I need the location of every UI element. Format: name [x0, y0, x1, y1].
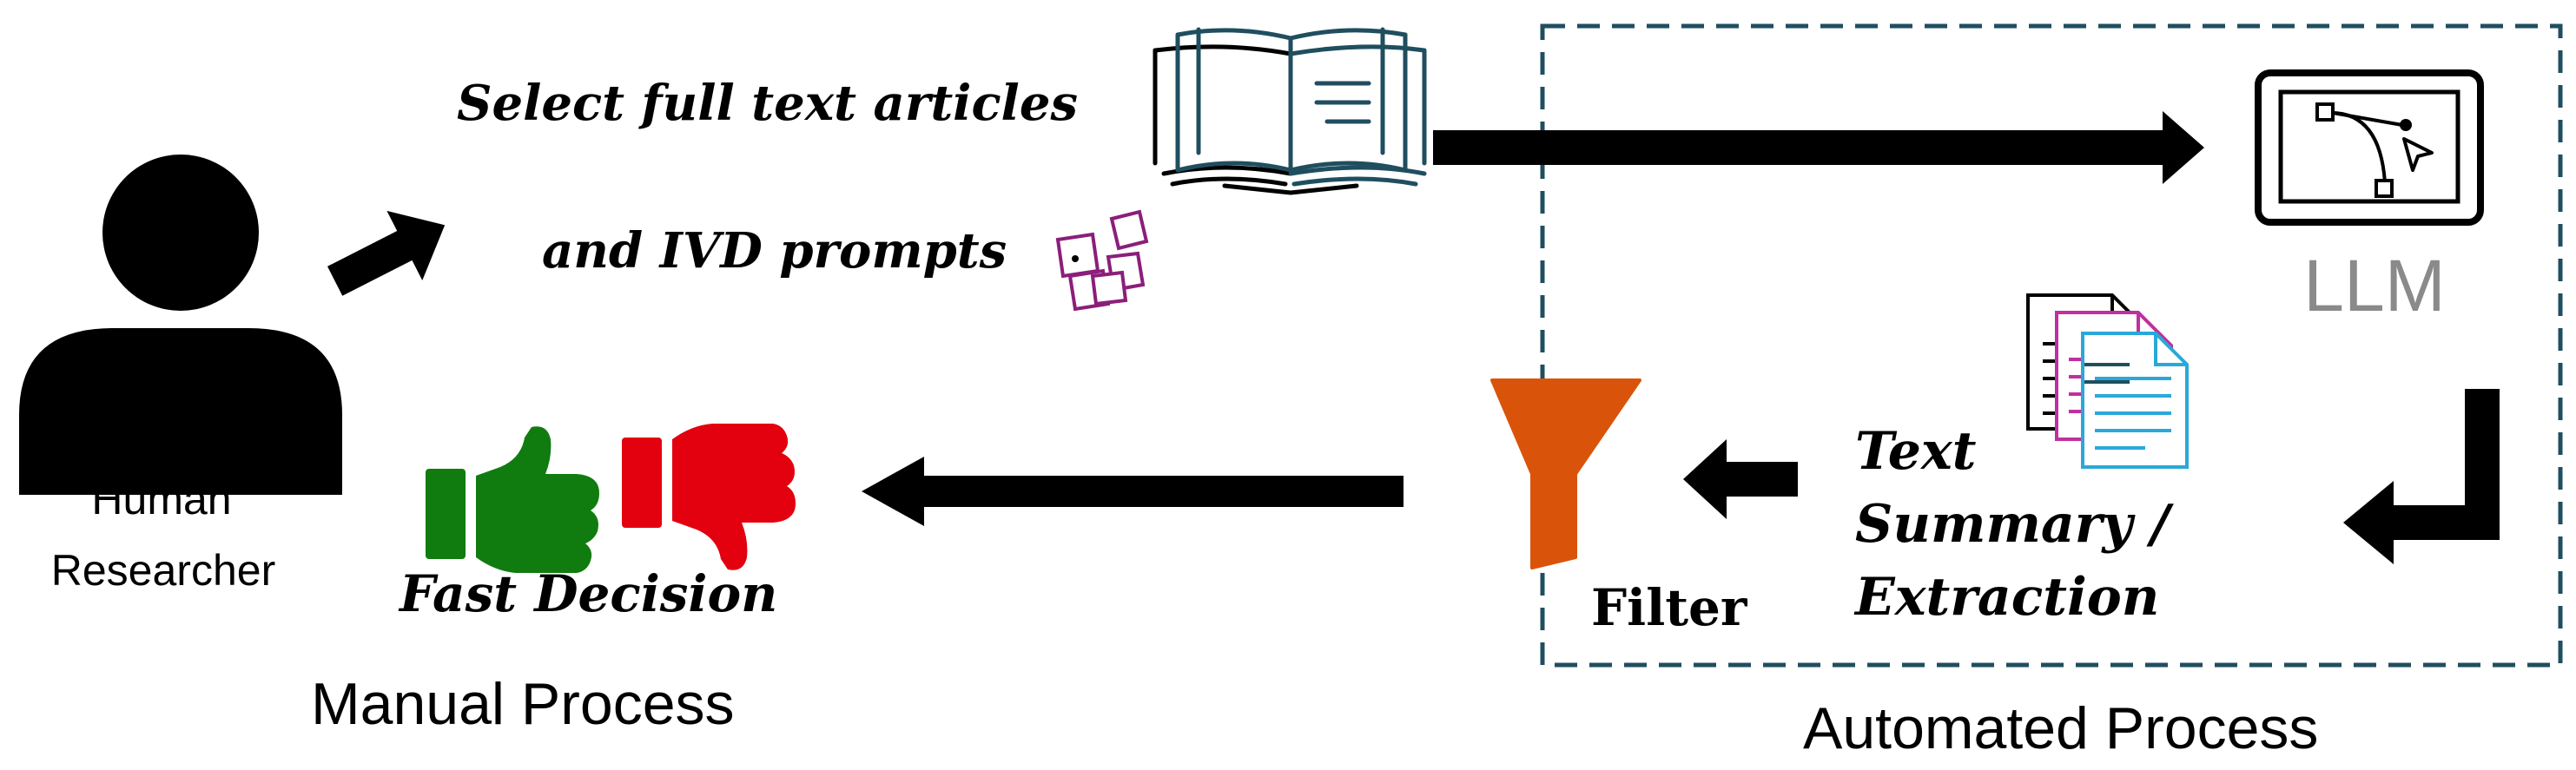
person-label-line1: Human [91, 475, 231, 523]
person-icon [19, 155, 342, 495]
automated-process-label: Automated Process [1803, 695, 2318, 761]
funnel-icon [1490, 378, 1641, 569]
thumbs-up-icon [426, 426, 599, 573]
inputs-line1: Select full text articles [457, 75, 1078, 132]
vector-tablet-icon [2255, 69, 2484, 226]
summary-line1: Text [1855, 421, 1977, 482]
arrow-llm-to-summary [2343, 389, 2500, 564]
sticky-notes-icon [1055, 209, 1149, 312]
decision-label: Fast Decision [398, 564, 777, 623]
documents-icon [2026, 293, 2189, 469]
automated-process-box [1540, 23, 2563, 668]
open-book-icon [1153, 27, 1427, 195]
arrow-to-llm [1433, 111, 2204, 184]
arrow-filter-to-decision [862, 457, 1404, 526]
arrow-person-to-inputs [327, 210, 446, 296]
arrow-summary-to-filter [1683, 439, 1798, 519]
thumbs-down-icon [622, 424, 796, 570]
summary-line3: Extraction [1853, 567, 2159, 628]
manual-process-label: Manual Process [311, 671, 735, 737]
summary-line2: Summary / [1855, 494, 2174, 555]
llm-label: LLM [2303, 245, 2445, 326]
person-label-line2: Researcher [51, 546, 275, 595]
filter-label: Filter [1591, 578, 1748, 637]
inputs-line2: and IVD prompts [542, 222, 1007, 280]
